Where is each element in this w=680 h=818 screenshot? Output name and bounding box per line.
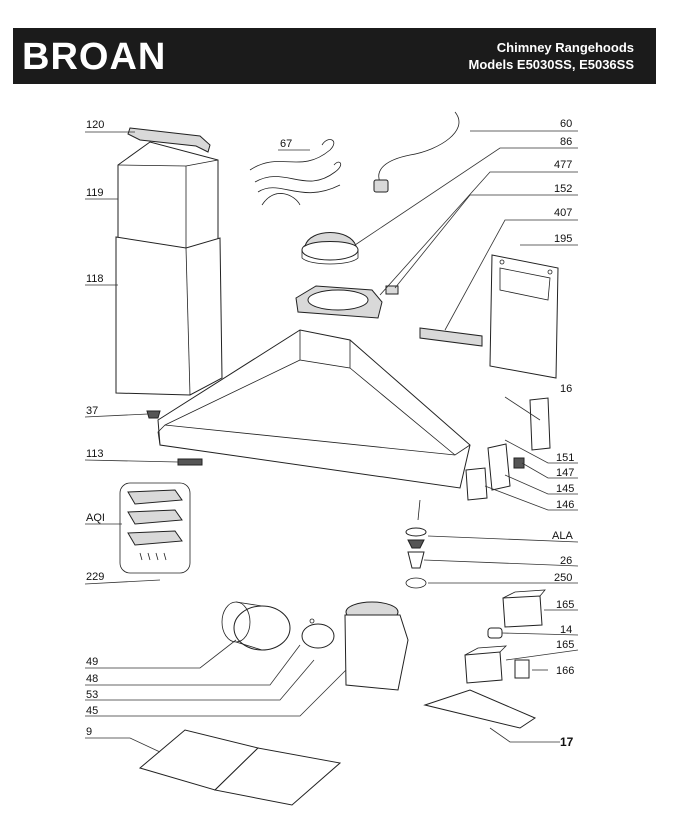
part-label-250: 250 — [554, 572, 572, 584]
damper — [301, 232, 359, 265]
header-title-line2: Models E5030SS, E5036SS — [468, 57, 634, 72]
part-label-147: 147 — [556, 467, 574, 479]
capacitor-bracket-upper — [502, 589, 546, 628]
part-label-146: 146 — [556, 499, 574, 511]
grease-cup — [146, 410, 161, 419]
part-label-53: 53 — [86, 689, 98, 701]
part-label-145: 145 — [556, 483, 574, 495]
part-label-ala: ALA — [552, 530, 573, 542]
lamp-socket-assembly — [405, 499, 427, 589]
part-label-37: 37 — [86, 405, 98, 417]
part-label-407: 407 — [554, 207, 572, 219]
part-label-119: 119 — [86, 187, 104, 199]
chimney-upper-cover — [117, 141, 219, 251]
part-label-aqi: AQI — [86, 512, 105, 524]
blower-wheel — [221, 601, 291, 651]
part-label-195: 195 — [554, 233, 572, 245]
part-label-67: 67 — [280, 138, 292, 150]
part-label-45: 45 — [86, 705, 98, 717]
part-label-26: 26 — [560, 555, 572, 567]
header-title-line1: Chimney Rangehoods — [496, 40, 634, 55]
small-clip — [385, 285, 399, 295]
part-labels: 120 119 118 67 60 86 477 152 407 195 16 … — [86, 118, 574, 749]
part-label-120: 120 — [86, 119, 104, 131]
control-badge — [177, 458, 203, 466]
part-label-48: 48 — [86, 673, 98, 685]
part-label-16: 16 — [560, 383, 572, 395]
part-label-86: 86 — [560, 136, 572, 148]
chimney-bracket — [127, 127, 211, 153]
power-cord — [373, 111, 460, 193]
base-plate — [423, 689, 537, 729]
part-label-165-upper: 165 — [556, 599, 574, 611]
leader-lines — [84, 130, 579, 753]
wall-plate — [489, 254, 559, 379]
motor — [301, 618, 335, 649]
control-module — [487, 397, 551, 491]
hood-body — [157, 329, 471, 489]
broan-logo: BROAN — [22, 36, 166, 76]
aqi-filter-kit — [119, 482, 191, 574]
grease-filters — [138, 729, 342, 806]
duct-collar — [295, 285, 383, 319]
part-label-17: 17 — [560, 735, 574, 749]
capacitor — [487, 627, 503, 639]
blower-housing — [344, 601, 409, 691]
switch-box — [465, 467, 488, 501]
wire-harness — [249, 139, 342, 206]
part-label-477: 477 — [554, 159, 572, 171]
part-label-229: 229 — [86, 571, 104, 583]
part-label-118: 118 — [86, 273, 104, 285]
part-label-113: 113 — [86, 448, 104, 460]
capacitor-bracket-lower — [464, 645, 530, 684]
part-label-152: 152 — [554, 183, 572, 195]
part-label-165-lower: 165 — [556, 639, 574, 651]
part-label-60: 60 — [560, 118, 572, 130]
chimney-lower-cover — [115, 236, 223, 396]
part-label-49: 49 — [86, 656, 98, 668]
broan-logo-text: BROAN — [22, 36, 166, 76]
part-label-14: 14 — [560, 624, 572, 636]
part-label-166: 166 — [556, 665, 574, 677]
mounting-bracket — [419, 327, 483, 347]
part-label-9: 9 — [86, 726, 92, 738]
header-bar — [13, 28, 656, 84]
part-label-151: 151 — [556, 452, 574, 464]
